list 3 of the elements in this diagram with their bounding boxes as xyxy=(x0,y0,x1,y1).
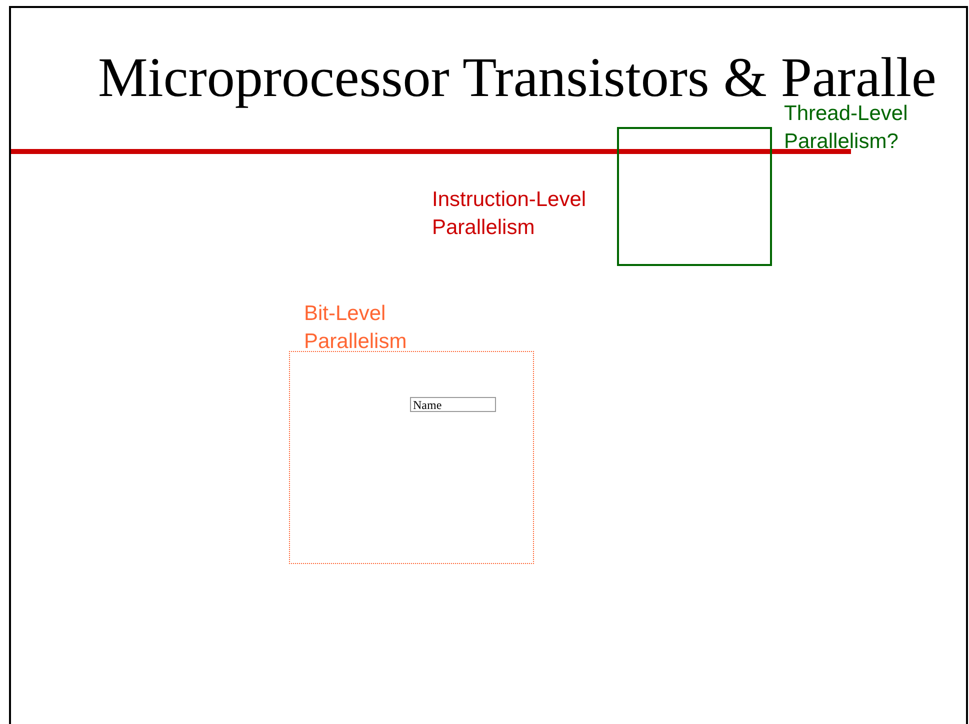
annotation-text: Instruction-Level Parallelism xyxy=(432,187,588,242)
name-field: Name xyxy=(410,397,496,412)
box-heading: Bit-Level Parallelism xyxy=(304,301,408,356)
